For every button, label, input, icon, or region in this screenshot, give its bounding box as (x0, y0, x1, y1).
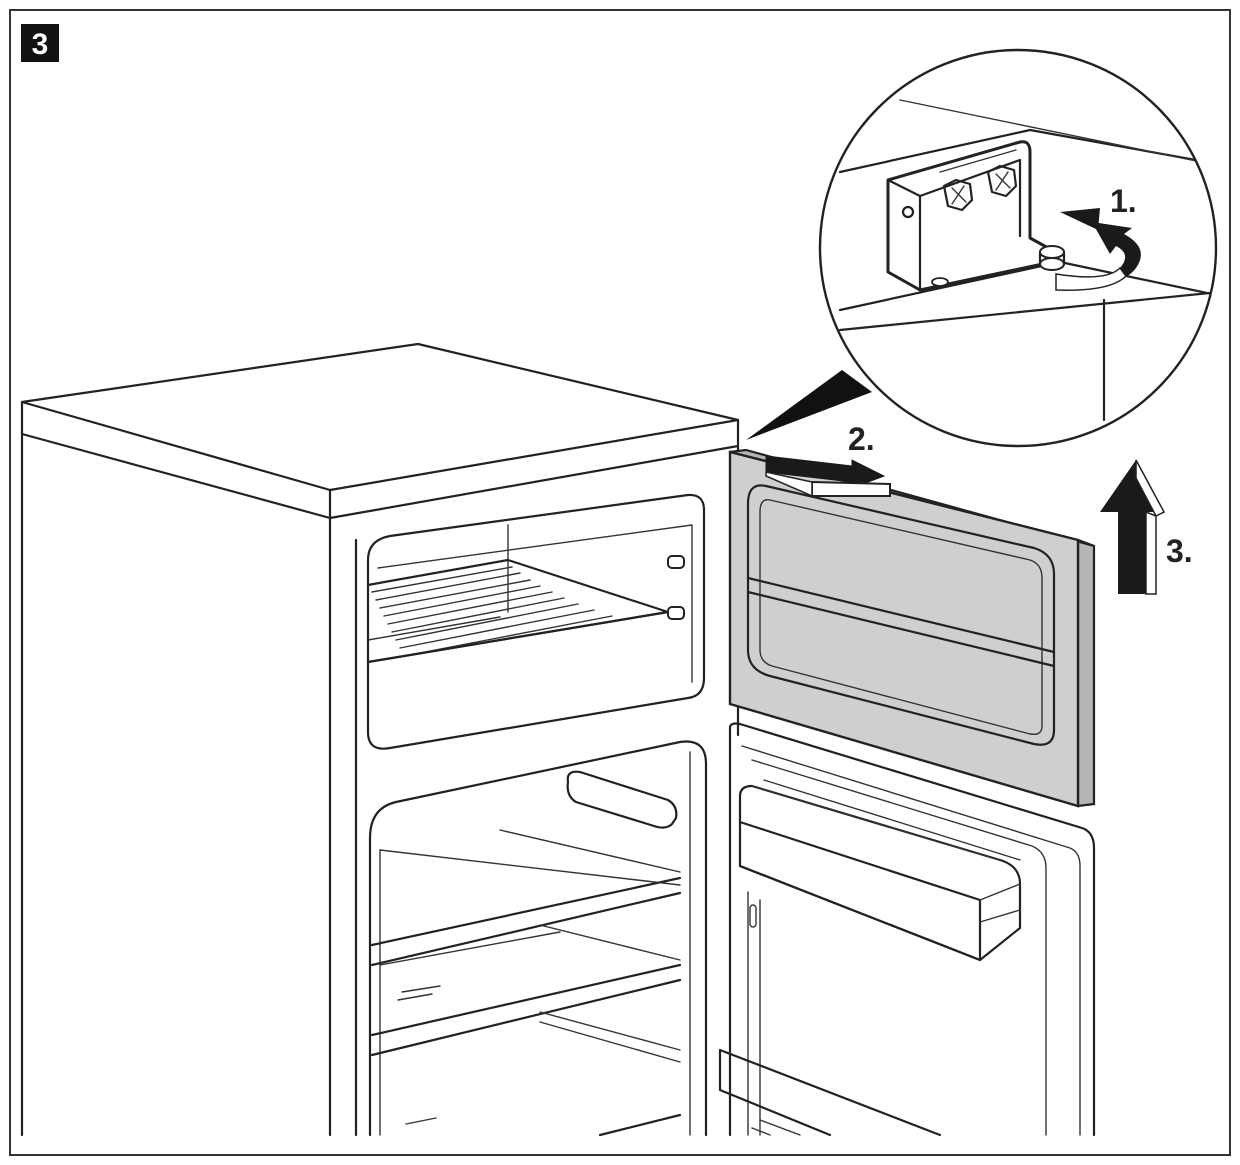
arrow-slide-door (765, 455, 891, 498)
fridge-door (718, 722, 1096, 1137)
freezer-door (728, 448, 1096, 808)
zoom-detail (818, 48, 1218, 448)
wire-shelf (366, 558, 670, 664)
fridge-opening (368, 740, 708, 1137)
door-bin-upper (738, 784, 1022, 962)
step-badge-number: 3 (32, 28, 49, 61)
arrow-lift-door (1100, 459, 1166, 595)
door-bin-lower (718, 1048, 942, 1137)
zoom-circle-bg (820, 50, 1216, 446)
freezer-compartment (366, 493, 706, 750)
arrow-rotate-pin (1055, 208, 1141, 291)
freezer-door-edge (1076, 538, 1096, 808)
step-label-3: 3. (1166, 533, 1193, 569)
step-badge: 3 (21, 24, 59, 62)
shelf-support-upper (667, 555, 685, 569)
figure-border (9, 9, 1231, 1156)
door-gasket (746, 484, 1056, 746)
step-label-1: 1. (1110, 183, 1137, 219)
hinge-pin (931, 245, 1066, 287)
zoom-circle-border (818, 48, 1218, 448)
glass-shelf-middle (370, 963, 682, 1057)
hinge-screw-right (986, 164, 1018, 198)
light-housing (566, 770, 678, 829)
glass-shelf-upper (370, 876, 682, 967)
hinge-screw-left (942, 178, 974, 212)
cabinet-top (20, 342, 740, 492)
zoom-pointer (746, 370, 872, 440)
fridge-compartment (368, 740, 708, 1137)
freezer-opening (366, 493, 706, 750)
shelf-support-lower (667, 606, 685, 620)
door-bar (746, 576, 1056, 668)
hinge-bracket (886, 140, 1054, 292)
step-badge-bg (21, 24, 59, 62)
fridge-door-outline (728, 722, 1096, 1137)
cabinet-top-edge (20, 400, 740, 520)
step-label-2: 2. (848, 421, 875, 457)
